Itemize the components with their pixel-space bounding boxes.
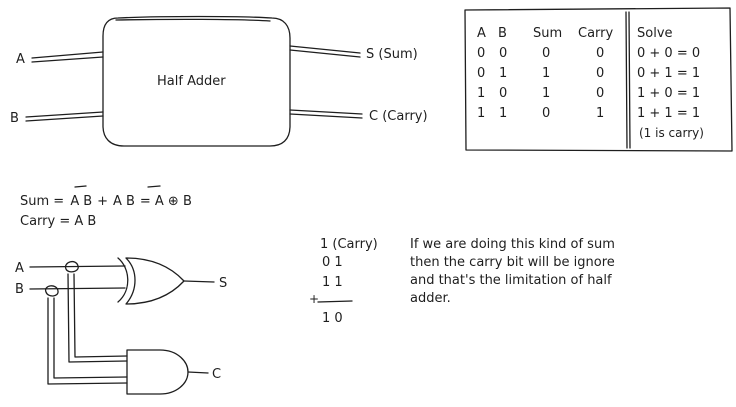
table-cell: 0 [477,46,485,61]
sum-xor: = A ⊕ B [140,194,192,209]
table-cell: 0 [477,66,485,81]
table-row: 1 0 1 0 1 + 0 = 1 [477,86,700,101]
and-gate [126,349,189,395]
circuit-input-a-label: A [15,261,24,276]
sum-term2-b: B [126,194,135,209]
block-input-b-wire [25,111,104,122]
overbar-b [147,185,161,188]
circuit-output-c-label: C [212,367,221,382]
half-adder-box-sketch-line [115,18,271,22]
limitation-note: If we are doing this kind of sum then th… [410,237,615,306]
sum-prefix: Sum = [20,194,68,209]
table-cell: 1 [477,106,485,121]
truth-table-divider [625,11,631,149]
table-cell: 1 [477,86,485,101]
solve-cell: 0 + 1 = 1 [637,66,700,81]
table-cell: 1 [542,66,550,81]
table-cell: 0 [596,66,604,81]
example-binary-sum: 1 (Carry) 0 1 1 1 + 1 0 [309,237,378,326]
example-carry-line: 1 (Carry) [320,237,378,252]
logic-circuit: A B S C [15,257,227,395]
table-cell: 0 [542,46,550,61]
table-cell: 1 [499,106,507,121]
table-cell: 1 [596,106,604,121]
note-line: adder. [410,291,451,306]
table-row: 0 0 0 0 0 + 0 = 0 [477,46,700,61]
table-header-sum: Sum [533,26,562,41]
xor-output-wire [183,280,215,283]
and-output-wire [187,371,209,374]
note-line: and that's the limitation of half [410,273,612,288]
sum-term1-b: B [83,194,92,209]
table-header-carry: Carry [578,26,614,41]
junction-a [64,260,79,273]
example-plus-sign: + [309,292,319,306]
block-output-c-wire [289,109,363,119]
circuit-wire-b [29,287,126,290]
sum-plus: + [97,194,108,209]
solve-cell: 1 + 0 = 1 [637,86,700,101]
truth-table-border [464,7,733,152]
block-input-b-label: B [10,111,19,126]
table-row: 0 1 1 0 0 + 1 = 1 [477,66,700,81]
half-adder-block-diagram: A B Half Adder S (Sum) C (Carry) [10,15,428,147]
table-cell: 0 [499,46,507,61]
table-row: 1 1 0 1 1 + 1 = 1 [477,106,700,121]
block-input-a-wire [31,51,104,63]
note-line: If we are doing this kind of sum [410,237,615,252]
table-header-b: B [498,26,507,41]
branch-wire-b [47,297,128,385]
sum-term1-a: A [70,194,79,209]
circuit-output-s-label: S [219,276,227,291]
xor-gate-back-curve [117,257,129,303]
overbar-a [74,185,87,188]
example-result: 1 0 [322,311,343,326]
block-output-s-wire [289,45,361,58]
solve-cell-carry-note: (1 is carry) [639,126,704,140]
example-sum-rule [317,300,353,303]
circuit-input-b-label: B [15,282,24,297]
table-cell: 0 [542,106,550,121]
half-adder-label: Half Adder [157,74,226,89]
table-cell: 0 [596,46,604,61]
table-cell: 0 [499,86,507,101]
example-operand-2: 1 1 [322,275,343,290]
block-input-a-label: A [16,52,25,67]
block-output-c-label: C (Carry) [369,109,428,124]
block-output-s-label: S (Sum) [366,47,418,62]
carry-equation: Carry = A B [20,214,96,229]
table-header-a: A [477,26,486,41]
table-cell: 1 [499,66,507,81]
table-cell: 1 [542,86,550,101]
branch-wire-a [67,273,128,363]
sum-term2-a: A [113,194,122,209]
solve-cell: 1 + 1 = 1 [637,106,700,121]
xor-gate [125,257,185,305]
half-adder-box [102,15,291,147]
note-line: then the carry bit will be ignore [410,255,615,270]
table-cell: 0 [596,86,604,101]
truth-table: A B Sum Carry Solve 0 0 0 0 0 + 0 = 0 0 … [464,7,733,152]
junction-b [44,285,59,297]
table-header-solve: Solve [637,26,673,41]
solve-cell: 0 + 0 = 0 [637,46,700,61]
example-operand-1: 0 1 [322,255,343,270]
